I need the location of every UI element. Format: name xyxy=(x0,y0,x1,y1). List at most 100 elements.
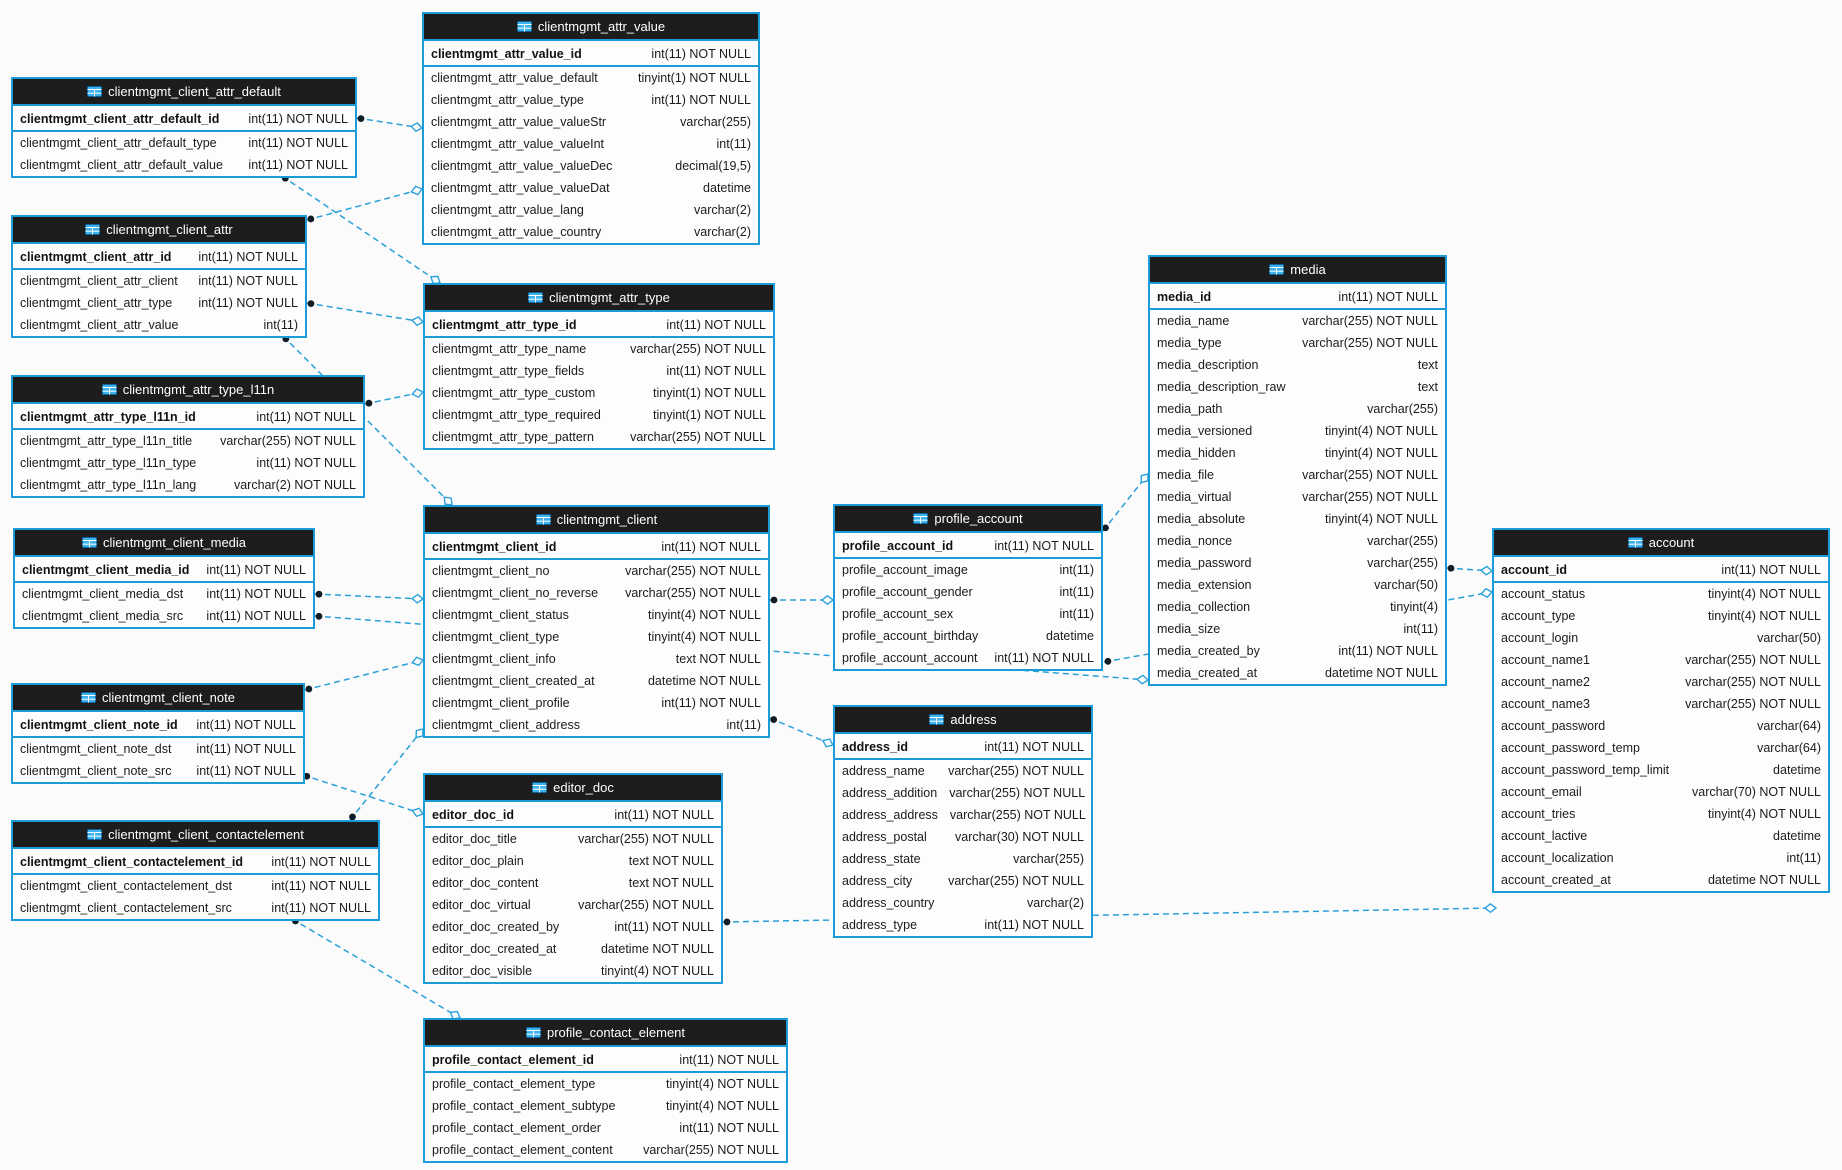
relationship-clientmgmt_client_attr_default-to-clientmgmt_attr_value[interactable] xyxy=(356,115,424,133)
er-table-clientmgmt_attr_type[interactable]: clientmgmt_attr_type clientmgmt_attr_type… xyxy=(423,283,775,450)
relationship-clientmgmt_client_media-to-clientmgmt_client[interactable] xyxy=(314,590,425,604)
column-name: address_country xyxy=(842,896,935,910)
relationship-target-diamond xyxy=(410,185,424,196)
column-name: media_file xyxy=(1157,468,1214,482)
table-grid-icon xyxy=(81,537,97,548)
column-name: account_password_temp_limit xyxy=(1501,763,1670,777)
table-header[interactable]: clientmgmt_attr_value xyxy=(424,14,758,41)
table-grid-icon xyxy=(87,86,103,97)
column-type: int(11) NOT NULL xyxy=(198,296,298,310)
table-header[interactable]: clientmgmt_attr_type_l11n xyxy=(13,377,363,404)
er-table-profile_contact_element[interactable]: profile_contact_element profile_contact_e… xyxy=(423,1018,788,1163)
column-name: media_description_raw xyxy=(1157,380,1286,394)
column-name: clientmgmt_client_created_at xyxy=(432,674,595,688)
column-row: media_absolute tinyint(4) NOT NULL xyxy=(1150,508,1445,530)
table-name: account xyxy=(1648,535,1695,550)
er-table-clientmgmt_client_attr_default[interactable]: clientmgmt_client_attr_default clientmgmt… xyxy=(11,77,357,178)
column-type: int(11) xyxy=(1059,585,1094,599)
relationship-media-to-account[interactable] xyxy=(1446,564,1494,576)
column-name: media_nonce xyxy=(1157,534,1233,548)
table-header[interactable]: clientmgmt_client_media xyxy=(15,530,313,557)
column-type: tinyint(4) NOT NULL xyxy=(1325,512,1438,526)
column-name: address_address xyxy=(842,808,938,822)
relationship-target-diamond xyxy=(411,656,425,667)
table-header[interactable]: editor_doc xyxy=(425,775,721,802)
relationship-source-dot xyxy=(770,716,778,723)
table-header[interactable]: clientmgmt_client_attr xyxy=(13,217,305,244)
er-table-clientmgmt_attr_value[interactable]: clientmgmt_attr_value clientmgmt_attr_val… xyxy=(422,12,760,245)
column-type: varchar(255) NOT NULL xyxy=(1685,697,1821,711)
relationship-clientmgmt_attr_type_l11n-to-clientmgmt_attr_type[interactable] xyxy=(364,388,425,407)
column-name: media_absolute xyxy=(1157,512,1246,526)
table-header[interactable]: profile_contact_element xyxy=(425,1020,786,1047)
column-name: account_password_temp xyxy=(1501,741,1640,755)
column-type: varchar(255) NOT NULL xyxy=(1302,490,1438,504)
table-header[interactable]: profile_account xyxy=(835,506,1101,533)
er-table-clientmgmt_attr_type_l11n[interactable]: clientmgmt_attr_type_l11n clientmgmt_attr… xyxy=(11,375,365,498)
er-table-clientmgmt_client_note[interactable]: clientmgmt_client_note clientmgmt_client_… xyxy=(11,683,305,784)
column-name: editor_doc_created_by xyxy=(432,920,560,934)
relationship-clientmgmt_client_note-to-clientmgmt_client[interactable] xyxy=(304,656,425,693)
relationship-editor_doc-to-account[interactable] xyxy=(722,903,1498,926)
table-header[interactable]: clientmgmt_client_attr_default xyxy=(13,79,355,106)
column-type: varchar(70) NOT NULL xyxy=(1692,785,1821,799)
relationship-clientmgmt_client-to-profile_account[interactable] xyxy=(770,594,835,606)
relationship-target-diamond xyxy=(1483,903,1498,914)
table-grid-icon xyxy=(516,21,532,32)
column-name: media_collection xyxy=(1157,600,1251,614)
column-type: varchar(255) xyxy=(1013,852,1084,866)
relationship-clientmgmt_client_note-to-editor_doc[interactable] xyxy=(302,772,425,818)
table-header[interactable]: account xyxy=(1494,530,1828,557)
relationship-clientmgmt_client_attr-to-clientmgmt_attr_type[interactable] xyxy=(306,300,425,327)
relationship-clientmgmt_client-to-address[interactable] xyxy=(769,716,835,748)
table-name: clientmgmt_attr_type_l11n xyxy=(122,382,275,397)
table-header[interactable]: address xyxy=(835,707,1091,734)
column-type: int(11) NOT NULL xyxy=(994,651,1094,665)
table-header[interactable]: clientmgmt_client_note xyxy=(13,685,303,712)
column-type: int(11) NOT NULL xyxy=(984,918,1084,932)
table-header[interactable]: clientmgmt_attr_type xyxy=(425,285,773,312)
table-header[interactable]: clientmgmt_client xyxy=(425,507,768,534)
column-type: tinyint(4) NOT NULL xyxy=(1708,807,1821,821)
column-type: varchar(255) NOT NULL xyxy=(630,430,766,444)
relationship-clientmgmt_client_contactelement-to-clientmgmt_client[interactable] xyxy=(349,728,424,821)
relationship-source-dot xyxy=(307,215,315,223)
table-header[interactable]: media xyxy=(1150,257,1445,284)
relationship-clientmgmt_client_attr-to-clientmgmt_attr_value[interactable] xyxy=(306,185,424,223)
column-type: tinyint(4) NOT NULL xyxy=(1325,424,1438,438)
column-type: varchar(255) NOT NULL xyxy=(625,564,761,578)
relationship-profile_account-to-media[interactable] xyxy=(1102,473,1149,532)
table-header[interactable]: clientmgmt_client_contactelement xyxy=(13,822,378,849)
column-name: account_name3 xyxy=(1501,697,1590,711)
relationship-target-diamond xyxy=(415,728,424,739)
column-name: media_created_by xyxy=(1157,644,1260,658)
column-type: varchar(255) NOT NULL xyxy=(578,832,714,846)
column-type: varchar(2) xyxy=(694,203,751,217)
